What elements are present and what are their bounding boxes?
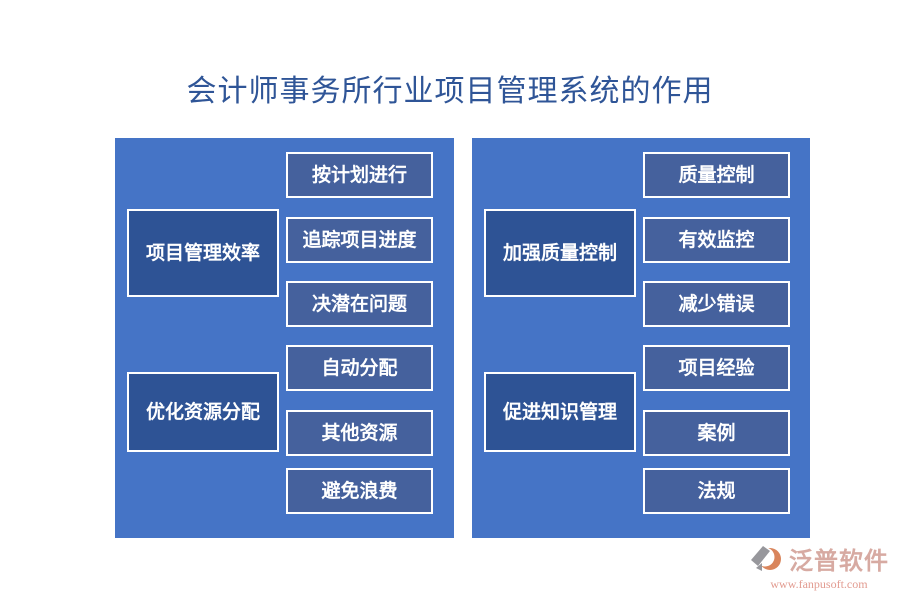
fanpu-logo-icon <box>751 545 781 571</box>
item-box: 有效监控 <box>643 217 790 263</box>
cause-box-quality-control: 加强质量控制 <box>484 209 636 297</box>
item-box: 法规 <box>643 468 790 514</box>
item-box: 项目经验 <box>643 345 790 391</box>
item-box: 其他资源 <box>286 410 433 456</box>
item-box: 自动分配 <box>286 345 433 391</box>
cause-box-project-efficiency: 项目管理效率 <box>127 209 279 297</box>
panel-quality-knowledge: 加强质量控制 质量控制 有效监控 减少错误 促进知识管理 项目经验 案例 法规 <box>472 138 810 538</box>
item-box: 质量控制 <box>643 152 790 198</box>
item-box: 按计划进行 <box>286 152 433 198</box>
watermark-url: www.fanpusoft.com <box>770 577 868 591</box>
item-box: 减少错误 <box>643 281 790 327</box>
item-box: 案例 <box>643 410 790 456</box>
page-title: 会计师事务所行业项目管理系统的作用 <box>186 74 714 109</box>
cause-box-resource-allocation: 优化资源分配 <box>127 372 279 452</box>
panel-efficiency-resources: 项目管理效率 按计划进行 追踪项目进度 决潜在问题 优化资源分配 自动分配 其他… <box>115 138 454 538</box>
cause-box-knowledge-management: 促进知识管理 <box>484 372 636 452</box>
watermark: 泛普软件 www.fanpusoft.com <box>749 541 889 592</box>
item-box: 避免浪费 <box>286 468 433 514</box>
item-box: 追踪项目进度 <box>286 217 433 263</box>
watermark-brand: 泛普软件 <box>789 546 889 575</box>
item-box: 决潜在问题 <box>286 281 433 327</box>
